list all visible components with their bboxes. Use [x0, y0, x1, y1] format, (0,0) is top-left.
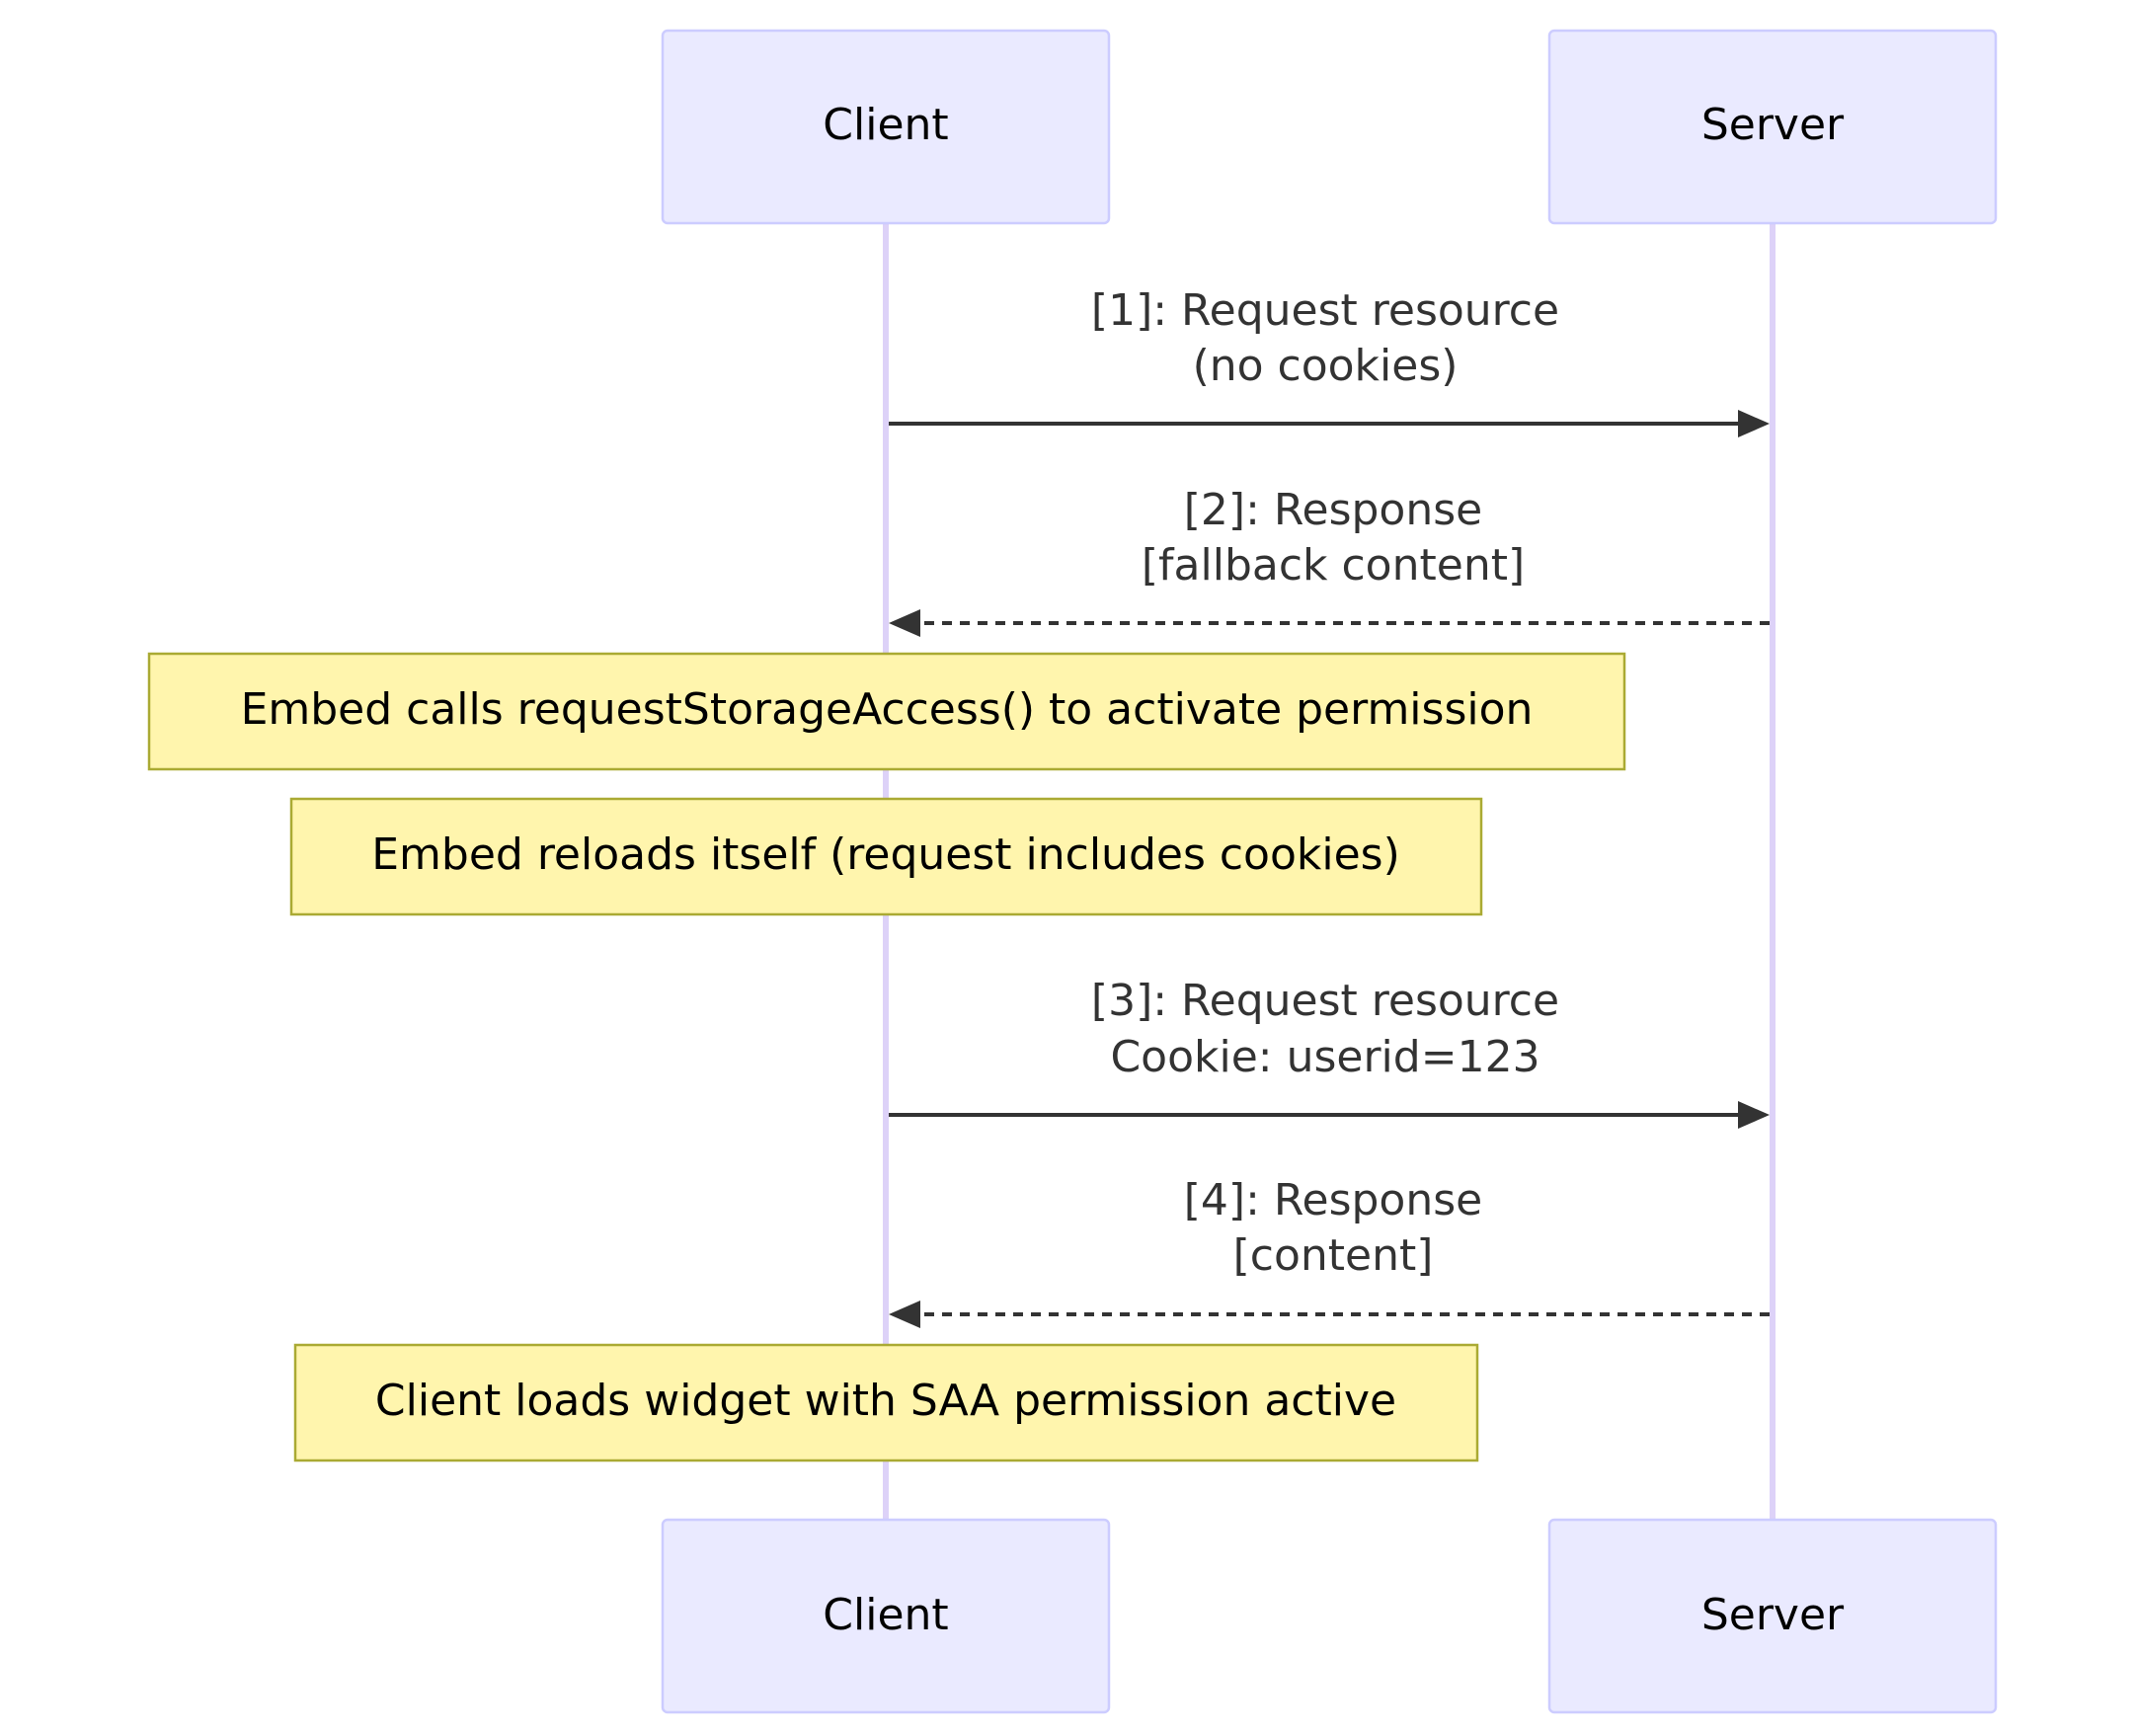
note-1-text: Embed calls requestStorageAccess() to ac… — [241, 684, 1534, 735]
message-4-label-line2: [content] — [1233, 1230, 1434, 1281]
note-1: Embed calls requestStorageAccess() to ac… — [147, 652, 1626, 771]
note-3: Client loads widget with SAA permission … — [293, 1343, 1479, 1462]
message-2-label-line1: [2]: Response — [1184, 485, 1482, 535]
message-4-label-line1: [4]: Response — [1184, 1175, 1482, 1225]
actor-server-bottom: Server — [1547, 1518, 1998, 1714]
message-2: [2]: Response [fallback content] — [889, 485, 1770, 637]
note-3-text: Client loads widget with SAA permission … — [375, 1376, 1396, 1426]
note-2-text: Embed reloads itself (request includes c… — [371, 829, 1400, 880]
actor-server-top-label: Server — [1701, 100, 1845, 150]
actor-client-top: Client — [661, 29, 1111, 225]
actor-server-top: Server — [1547, 29, 1998, 225]
message-1-label-line1: [1]: Request resource — [1091, 285, 1559, 336]
message-3: [3]: Request resource Cookie: userid=123 — [889, 976, 1770, 1129]
message-4: [4]: Response [content] — [889, 1175, 1770, 1328]
message-3-label-line1: [3]: Request resource — [1091, 976, 1559, 1026]
message-4-arrowhead — [889, 1301, 920, 1328]
message-3-label-line2: Cookie: userid=123 — [1110, 1032, 1539, 1082]
actor-client-bottom-label: Client — [823, 1590, 948, 1640]
actor-client-top-label: Client — [823, 100, 948, 150]
actor-client-bottom: Client — [661, 1518, 1111, 1714]
note-2: Embed reloads itself (request includes c… — [289, 797, 1483, 916]
message-1: [1]: Request resource (no cookies) — [889, 285, 1770, 437]
message-1-arrowhead — [1738, 410, 1770, 437]
message-1-label-line2: (no cookies) — [1193, 341, 1459, 391]
message-3-arrowhead — [1738, 1101, 1770, 1129]
message-2-arrowhead — [889, 609, 920, 637]
actor-server-bottom-label: Server — [1701, 1590, 1845, 1640]
message-2-label-line2: [fallback content] — [1142, 540, 1525, 591]
